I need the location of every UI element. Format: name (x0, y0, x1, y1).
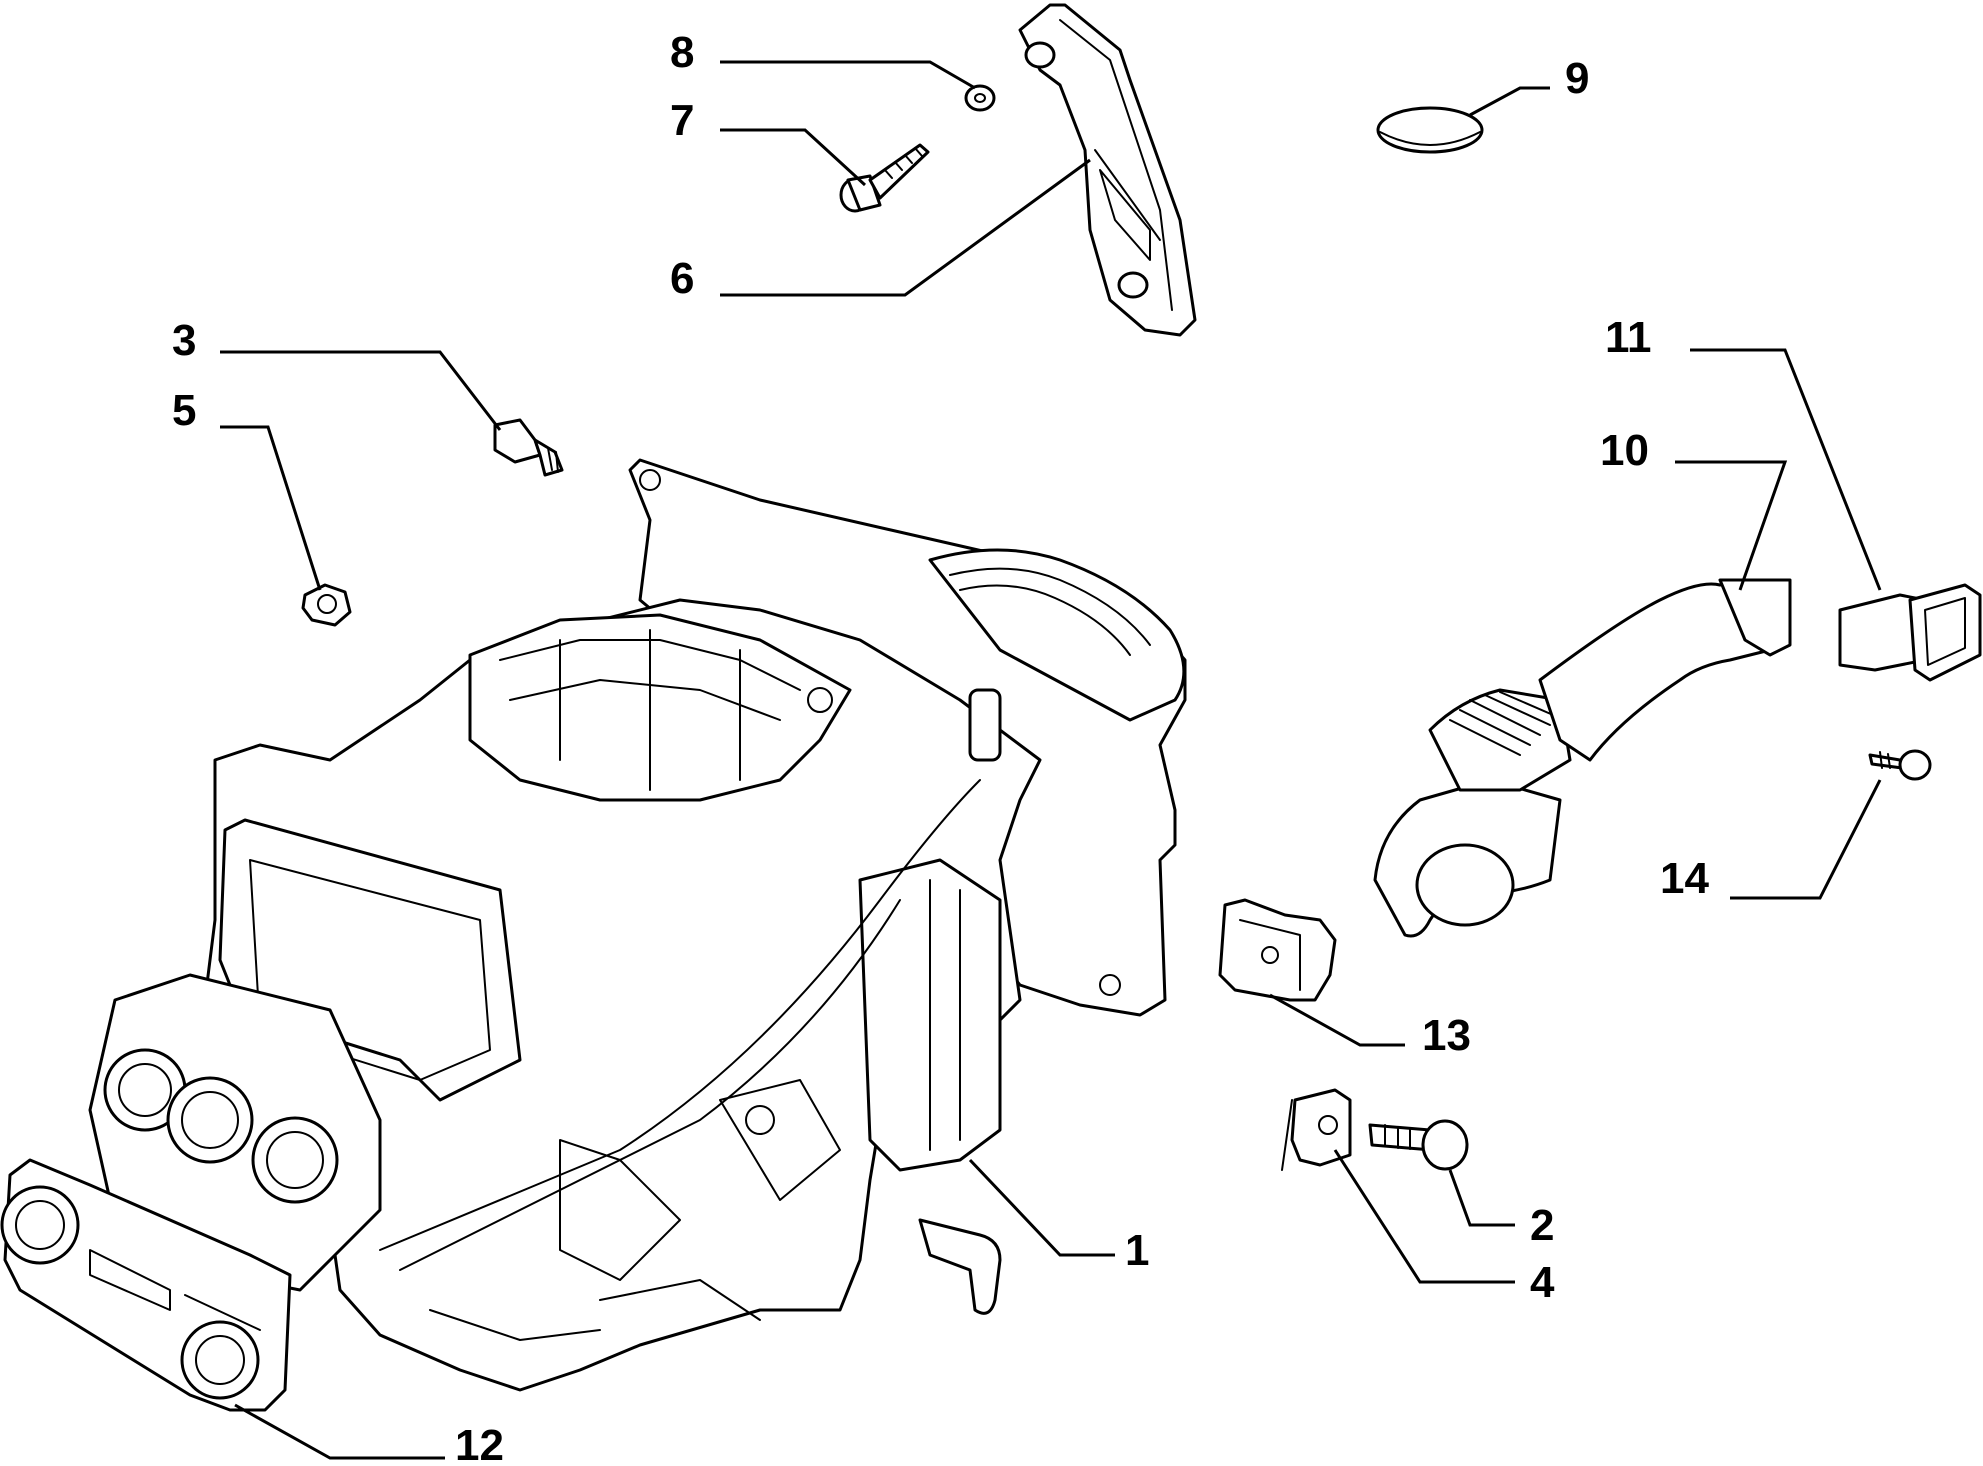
part-4-clip (1281, 1088, 1352, 1171)
leader-3 (220, 350, 502, 431)
callout-10: 10 (1600, 426, 1649, 475)
leader-6 (720, 158, 1091, 297)
part-8-washer (964, 84, 996, 112)
callout-14: 14 (1660, 854, 1709, 903)
part-6-bracket (1018, 3, 1197, 337)
leader-9 (1469, 86, 1550, 117)
part-1-heater-unit (88, 458, 1187, 1392)
leader-14 (1730, 779, 1882, 900)
part-14-screw (1868, 749, 1932, 781)
leader-13 (1269, 993, 1405, 1047)
callout-2: 2 (1530, 1201, 1554, 1250)
leader-4 (1333, 1149, 1515, 1284)
leader-5 (220, 425, 322, 591)
callout-9: 9 (1565, 54, 1589, 103)
callout-6: 6 (670, 254, 694, 303)
callout-3: 3 (172, 316, 196, 365)
part-13-clip (1218, 898, 1337, 1002)
leader-11 (1690, 348, 1882, 591)
callout-numbers: 1 2 3 4 5 6 7 8 9 10 11 12 13 14 (172, 28, 1709, 1466)
leader-lines (220, 60, 1882, 1460)
part-12-control-bezel (0, 1158, 292, 1412)
part-3-bolt (493, 418, 564, 477)
leader-2 (1448, 1169, 1515, 1227)
callout-8: 8 (670, 28, 694, 77)
part-10-duct (1373, 578, 1792, 938)
part-5-nut (301, 583, 352, 627)
leader-12 (234, 1403, 445, 1460)
leader-8 (720, 60, 976, 90)
callout-4: 4 (1530, 1258, 1555, 1307)
callout-1: 1 (1125, 1226, 1149, 1275)
part-11-adapter (1838, 583, 1982, 682)
callout-13: 13 (1422, 1011, 1471, 1060)
leader-7 (720, 128, 867, 187)
callout-11: 11 (1605, 313, 1652, 362)
callout-12: 12 (455, 1421, 504, 1466)
part-2-bolt (1368, 1119, 1469, 1171)
part-7-screw (839, 143, 930, 213)
part-9-plug (1376, 106, 1484, 154)
callout-5: 5 (172, 386, 196, 435)
leader-1 (968, 1158, 1115, 1257)
callout-7: 7 (670, 96, 694, 145)
leader-10 (1675, 460, 1788, 591)
